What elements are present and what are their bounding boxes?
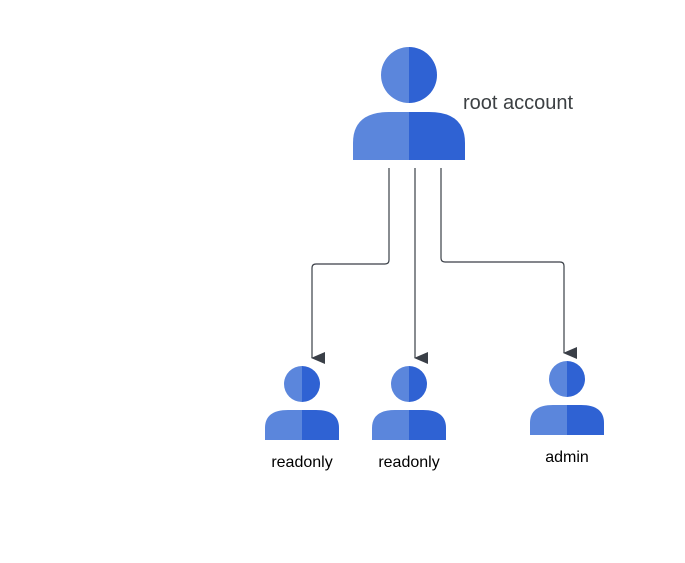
admin-user-icon [530, 361, 604, 435]
readonly-label-1: readonly [271, 454, 332, 471]
connector-root-to-admin [440, 168, 577, 359]
readonly-user-icon-1 [265, 366, 339, 440]
readonly-user-icon-2 [372, 366, 446, 440]
readonly-label-2: readonly [378, 454, 439, 471]
root-account-label: root account [463, 92, 574, 114]
admin-label: admin [545, 449, 589, 466]
connector-root-to-readonly-1 [311, 168, 390, 364]
root-account-icon [353, 47, 465, 160]
